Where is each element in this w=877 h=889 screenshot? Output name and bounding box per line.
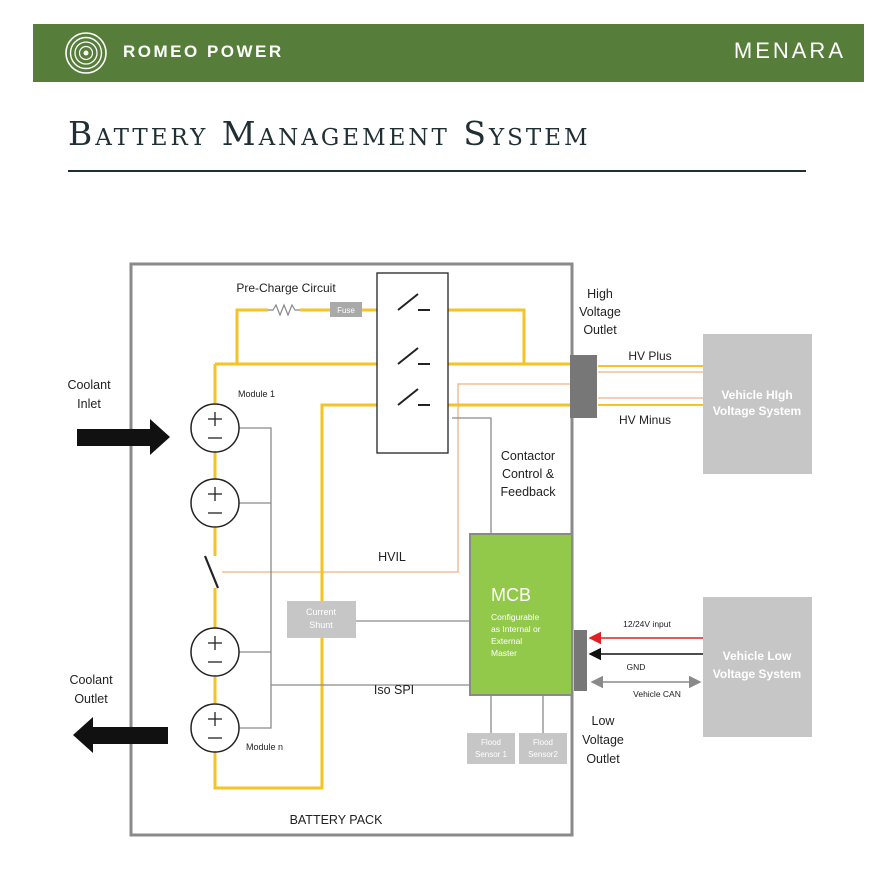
hvil-wire: [222, 371, 703, 573]
vehicle-can-label: Vehicle CAN: [633, 689, 681, 699]
fuse-icon: [330, 302, 362, 317]
gnd-label: GND: [627, 662, 646, 672]
mcb-description: Configurable as Internal or External Mas…: [491, 612, 541, 658]
hvil-label: HVIL: [378, 550, 406, 564]
svg-text:Flood: Flood: [481, 738, 501, 747]
lv-outlet-label: Low Voltage Outlet: [582, 714, 624, 766]
hv-minus-label: HV Minus: [619, 413, 671, 427]
input-12-24v-label: 12/24V input: [623, 619, 671, 629]
svg-text:Contactor: Contactor: [501, 449, 555, 463]
svg-text:Voltage: Voltage: [582, 733, 624, 747]
mcb-box: [469, 533, 573, 696]
service-disconnect-switch-icon: [203, 555, 220, 589]
title-divider: [68, 170, 806, 172]
svg-text:Voltage System: Voltage System: [713, 667, 801, 681]
battery-pack-label: BATTERY PACK: [290, 813, 384, 827]
hv-outlet-label: High Voltage Outlet: [579, 287, 621, 337]
svg-text:Vehicle HIgh: Vehicle HIgh: [721, 388, 792, 402]
svg-text:Coolant: Coolant: [67, 378, 111, 392]
coolant-inlet-arrow-icon: [77, 419, 170, 455]
svg-text:Outlet: Outlet: [74, 692, 108, 706]
svg-text:Outlet: Outlet: [583, 323, 617, 337]
battery-module-icon: [190, 627, 240, 677]
brand-name: ROMEO POWER: [123, 42, 284, 61]
svg-text:Flood: Flood: [533, 738, 553, 747]
hv-plus-label: HV Plus: [628, 349, 671, 363]
svg-text:Low: Low: [592, 714, 616, 728]
hv-outlet-connector: [570, 355, 597, 418]
svg-text:Feedback: Feedback: [501, 485, 557, 499]
romeo-power-logo-icon: [65, 32, 107, 74]
contactor-control-label: Contactor Control & Feedback: [501, 449, 557, 499]
flood-sensor-1-box: [467, 733, 515, 764]
product-name: MENARA: [733, 38, 846, 63]
vehicle-lv-label: Vehicle Low Voltage System: [713, 649, 801, 681]
vehicle-hv-label: Vehicle HIgh Voltage System: [713, 388, 801, 418]
flood-sensor-1-label: Flood Sensor 1: [475, 738, 508, 759]
battery-module-icon: [190, 478, 240, 528]
current-shunt-label: Current Shunt: [306, 607, 337, 630]
pre-charge-label: Pre-Charge Circuit: [236, 281, 336, 295]
contactor-box: [376, 272, 449, 454]
svg-text:Voltage System: Voltage System: [713, 404, 801, 418]
coolant-outlet-arrow-icon: [73, 717, 168, 753]
iso-spi-label: Iso SPI: [374, 683, 414, 697]
flood-sensor-2-label: Flood Sensor2: [528, 738, 558, 759]
svg-text:Sensor 1: Sensor 1: [475, 750, 508, 759]
coolant-outlet-label: Coolant Outlet: [69, 673, 113, 706]
svg-text:High: High: [587, 287, 613, 301]
svg-text:Voltage: Voltage: [579, 305, 621, 319]
vehicle-lv-box: [703, 597, 812, 737]
svg-text:Coolant: Coolant: [69, 673, 113, 687]
svg-text:Shunt: Shunt: [309, 620, 333, 630]
mcb-title: MCB: [491, 585, 531, 605]
svg-text:Current: Current: [306, 607, 337, 617]
module-n-label: Module n: [246, 742, 283, 752]
fuse-label: Fuse: [337, 306, 355, 315]
svg-text:Inlet: Inlet: [77, 397, 101, 411]
header-bar: ROMEO POWER MENARA: [33, 24, 864, 82]
flood-sensor-2-box: [519, 733, 567, 764]
svg-text:Outlet: Outlet: [586, 752, 620, 766]
vehicle-hv-box: [703, 334, 812, 474]
svg-text:Master: Master: [491, 648, 517, 658]
svg-text:Control &: Control &: [502, 467, 555, 481]
svg-text:Vehicle Low: Vehicle Low: [723, 649, 792, 663]
svg-text:Sensor2: Sensor2: [528, 750, 558, 759]
contactor-switch-icons: [397, 293, 430, 406]
current-shunt-box: [287, 601, 356, 638]
module-1-label: Module 1: [238, 389, 275, 399]
resistor-icon: [268, 303, 300, 317]
svg-text:External: External: [491, 636, 522, 646]
lv-outlet-connector: [574, 630, 587, 691]
svg-text:as Internal or: as Internal or: [491, 624, 541, 634]
battery-module-icon: [190, 403, 240, 453]
svg-text:Configurable: Configurable: [491, 612, 539, 622]
signal-wiring: [239, 417, 544, 733]
battery-module-icon: [190, 703, 240, 753]
coolant-inlet-label: Coolant Inlet: [67, 378, 111, 411]
page-title: Battery Management System: [68, 114, 591, 153]
